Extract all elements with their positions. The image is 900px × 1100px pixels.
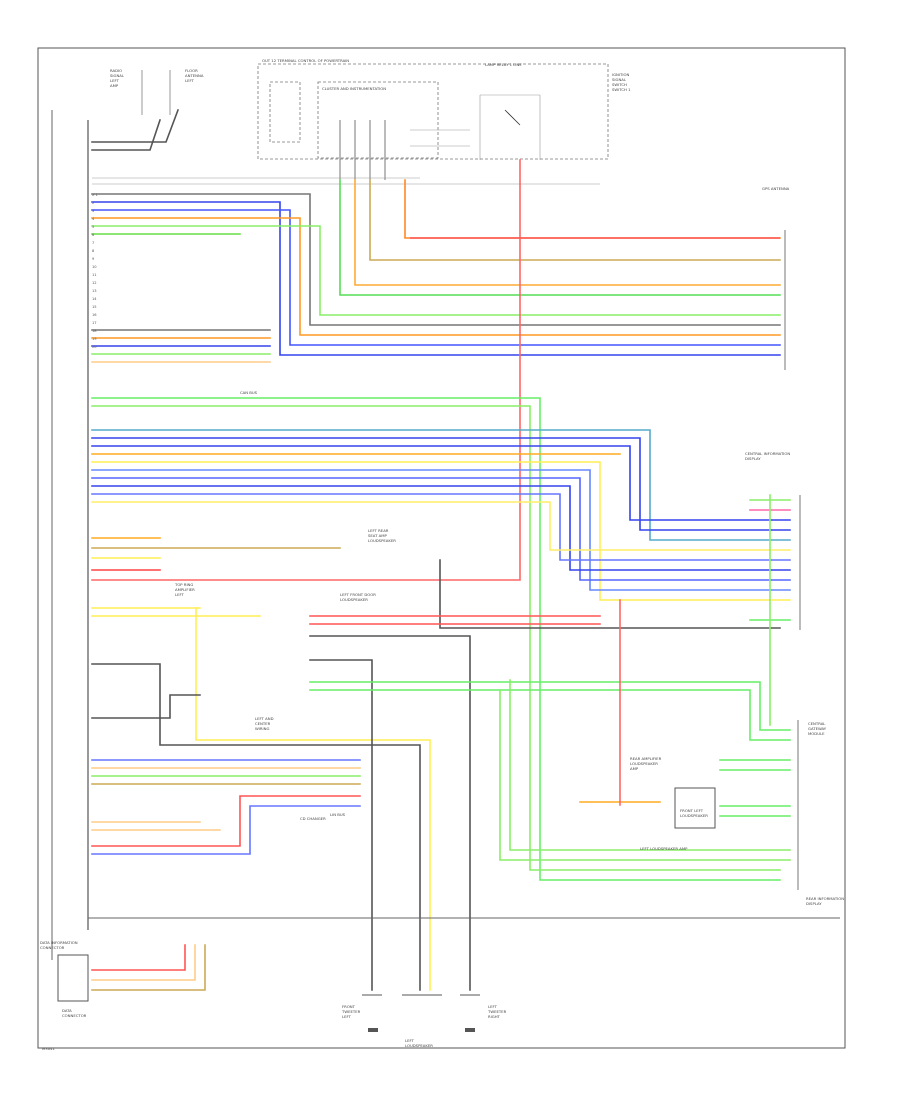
- pin-label: 9: [92, 257, 95, 261]
- label-antenna: GPS ANTENNA: [762, 186, 790, 191]
- pin-label: 18: [92, 329, 97, 333]
- pin-label: X 1: [92, 193, 98, 197]
- label-cluster: CLUSTER AND INSTRUMENTATION: [322, 86, 386, 91]
- pin-label: 19: [92, 337, 97, 341]
- pin-label: 20: [92, 345, 97, 349]
- label-left-loudspeaker-amp: LEFT LOUDSPEAKER AMP: [640, 846, 688, 851]
- pin-label: 17: [92, 321, 97, 325]
- label-cd-changer: CD CHANGER: [300, 816, 326, 821]
- pin-label: 3: [92, 209, 94, 213]
- pin-label: 14: [92, 297, 97, 301]
- pin-label: 10: [92, 265, 97, 269]
- pin-label: 13: [92, 289, 97, 293]
- control-module-box: [257, 63, 609, 160]
- pin-label: 16: [92, 313, 97, 317]
- pin-label: 12: [92, 281, 97, 285]
- label-relay: LAMP RELAY 1 LINE: [485, 62, 522, 67]
- pin-label: 5: [92, 225, 94, 229]
- pin-label: 2: [92, 201, 94, 205]
- label-bus-top: CAN BUS: [240, 390, 258, 395]
- pin-label: 11: [92, 273, 97, 277]
- label-control-module: OUT 12 TERMINAL CONTROL OF POWERTRAIN: [262, 58, 349, 63]
- pin-label: 15: [92, 305, 97, 309]
- pin-labels: X 1 2 3 4 5 6 7 8 9 10 11 12 13 14 15 16 17 18 19 20: [92, 193, 98, 349]
- pin-label: 4: [92, 217, 95, 221]
- pin-label: 8: [92, 249, 95, 253]
- diag-connector-box: [57, 954, 89, 1002]
- label-bus-mid: LIN BUS: [330, 812, 346, 817]
- pin-label: 7: [92, 241, 94, 245]
- pin-label: 6: [92, 233, 95, 237]
- diagram-frame: [37, 47, 846, 1049]
- footer-code: M3041: [42, 1046, 56, 1051]
